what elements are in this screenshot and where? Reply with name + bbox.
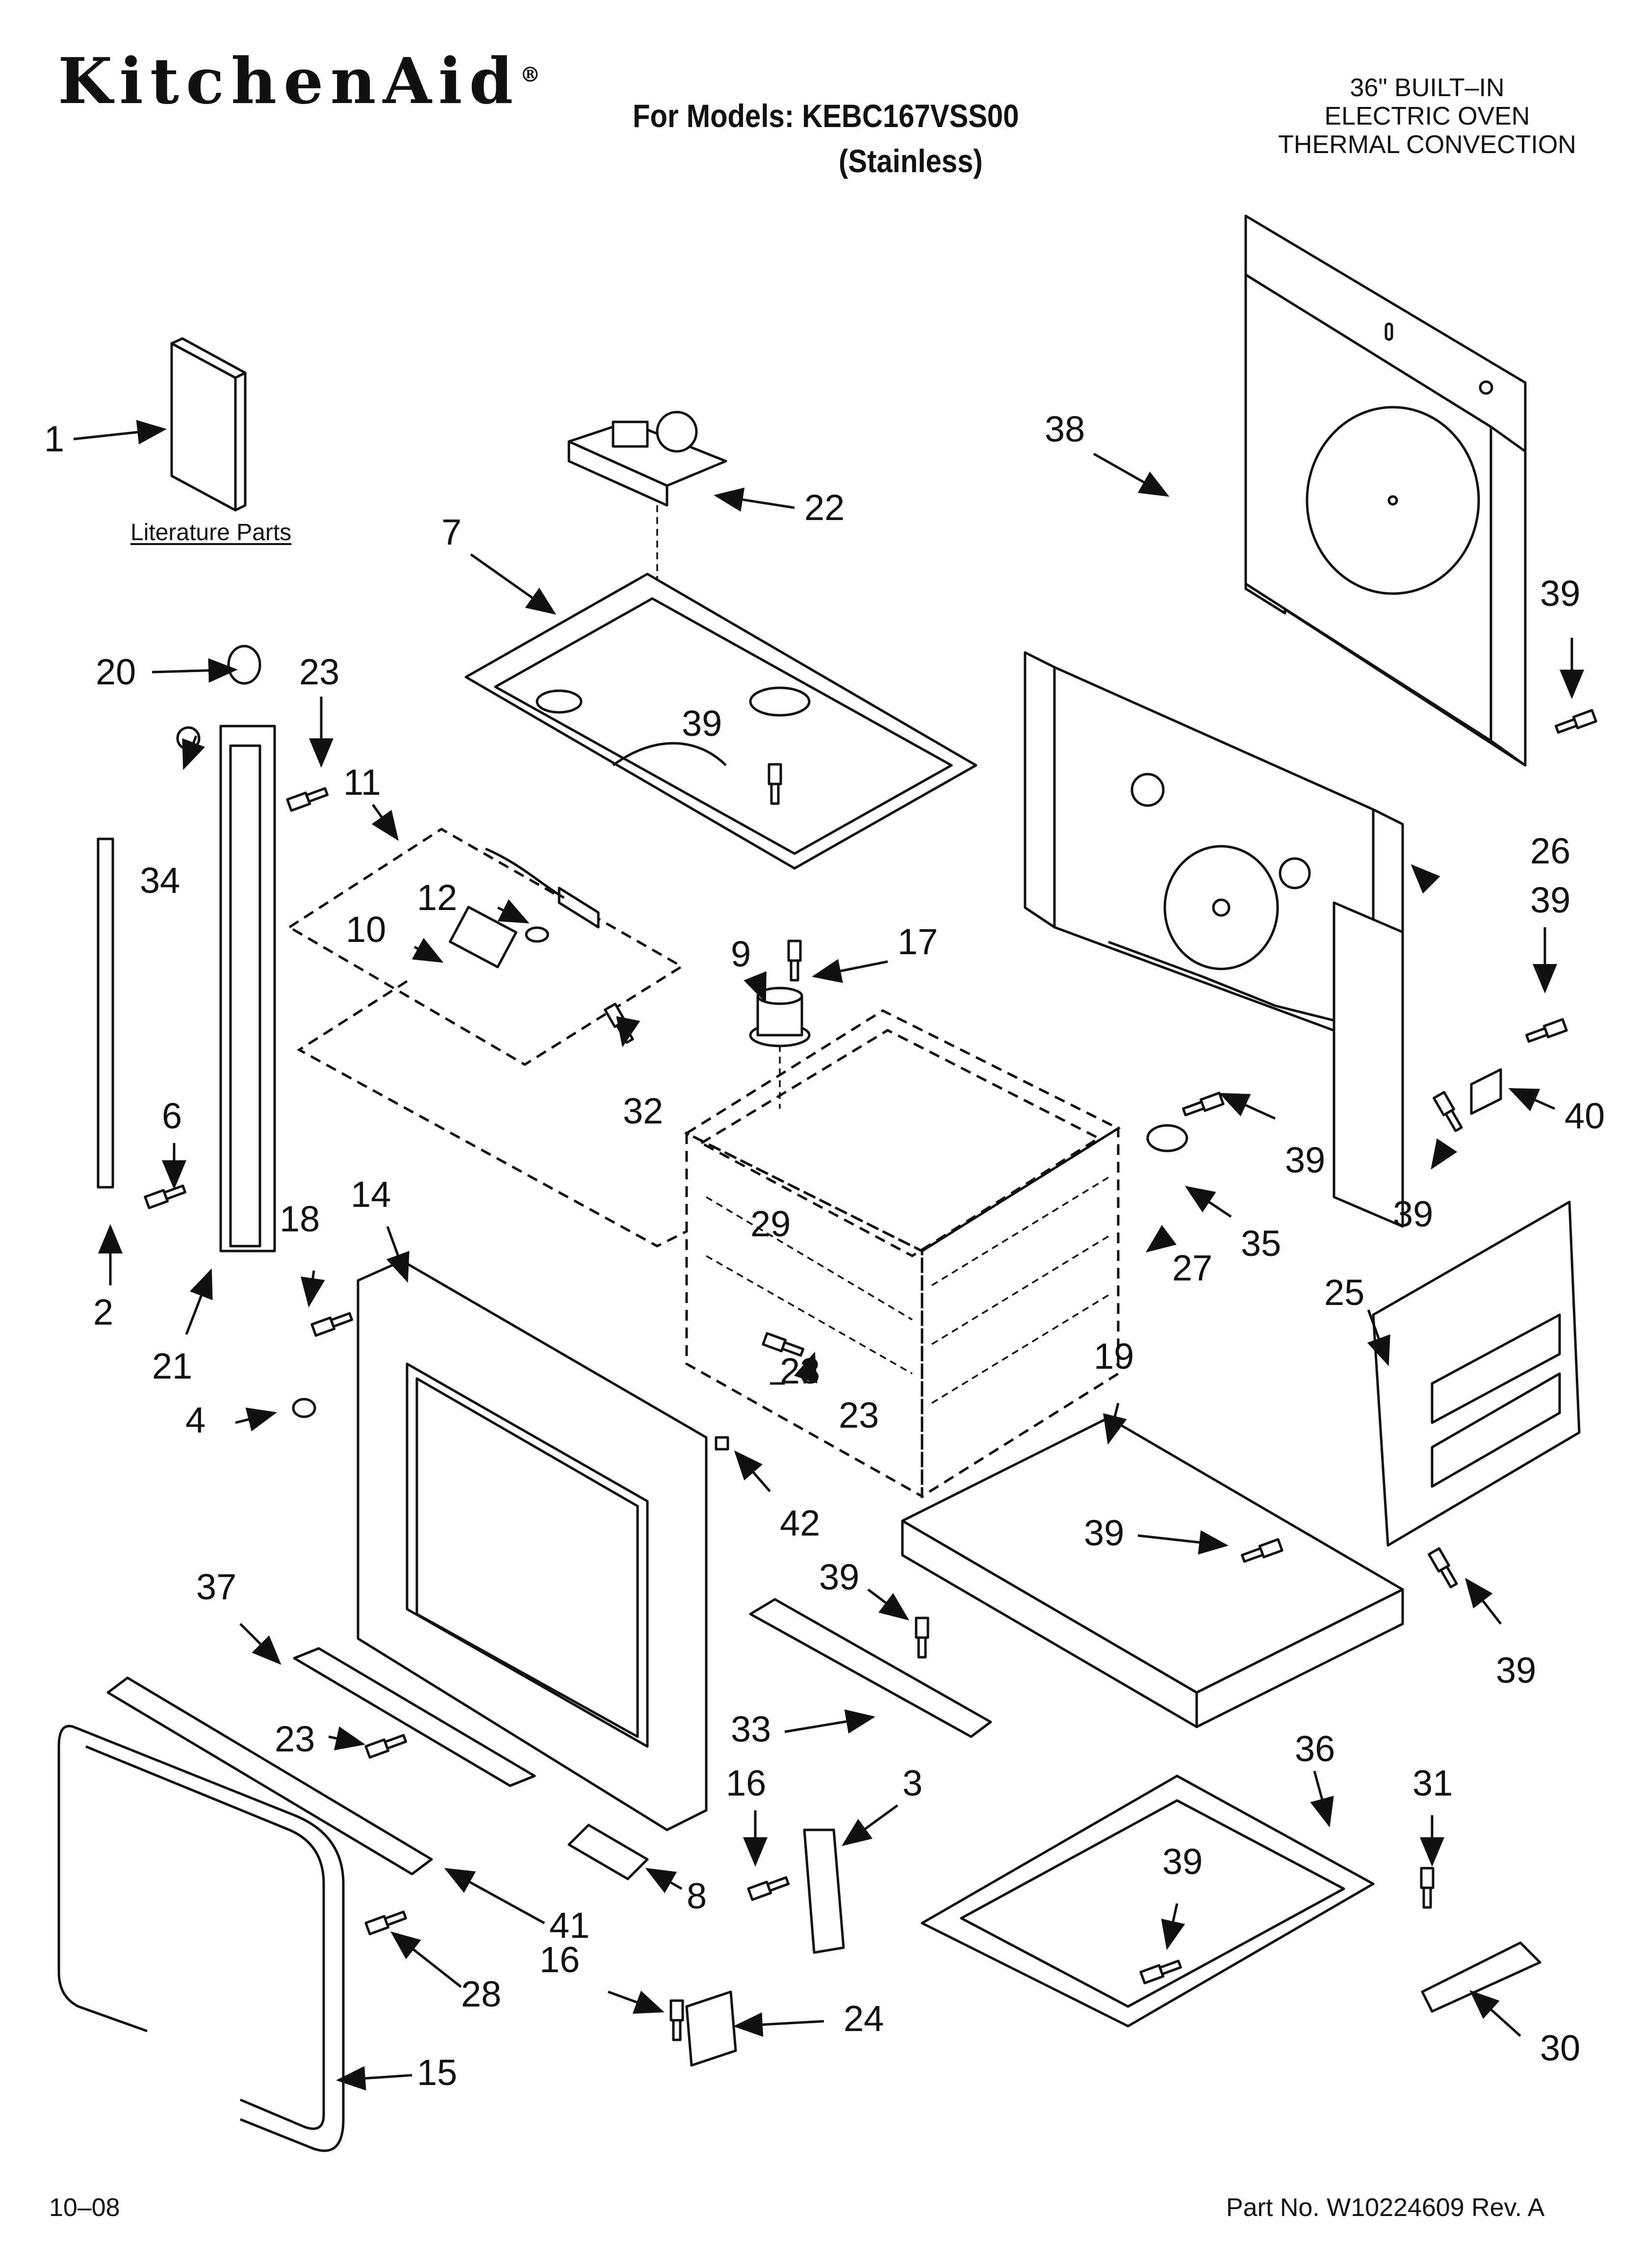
callout-23-a: 23 xyxy=(299,652,339,692)
light-assembly-outline xyxy=(287,828,688,1248)
callout-30: 30 xyxy=(1540,2028,1580,2068)
callout-4: 4 xyxy=(185,1400,205,1440)
callout-37: 37 xyxy=(196,1566,236,1607)
callout-7: 7 xyxy=(441,512,462,552)
brand-logo: KitchenAid® xyxy=(58,50,540,113)
bottom-panel-part xyxy=(901,1416,1404,1728)
callout-34: 34 xyxy=(140,860,180,901)
callout-41: 41 xyxy=(549,1905,590,1946)
callout-27: 27 xyxy=(1172,1248,1212,1288)
literature-booklet-part xyxy=(170,337,247,512)
bottom-tray-part xyxy=(921,1774,1375,2028)
callout-21: 21 xyxy=(152,1346,192,1386)
callout-1: 1 xyxy=(44,418,64,459)
callout-15: 15 xyxy=(417,2052,457,2093)
callout-19: 19 xyxy=(1094,1336,1134,1377)
product-description: 36" BUILT–IN ELECTRIC OVEN THERMAL CONVE… xyxy=(1256,74,1599,159)
callout-40: 40 xyxy=(1565,1095,1605,1136)
callout-10: 10 xyxy=(346,909,386,950)
top-panel-part xyxy=(464,573,977,870)
callout-6: 6 xyxy=(162,1095,182,1136)
callout-39-a: 39 xyxy=(1540,573,1580,614)
callout-28: 28 xyxy=(461,1974,501,2014)
callout-3: 3 xyxy=(902,1763,923,1803)
callout-39-h: 39 xyxy=(819,1557,859,1597)
callout-17: 17 xyxy=(898,921,938,962)
callout-23-b: 23 xyxy=(839,1395,879,1435)
callout-35: 35 xyxy=(1241,1223,1281,1264)
front-frame-part xyxy=(357,1259,708,1831)
callout-36: 36 xyxy=(1295,1728,1335,1769)
callout-8: 8 xyxy=(687,1876,707,1916)
callout-numbers: 1 2 3 4 6 7 8 9 10 11 12 14 15 16 16 17 … xyxy=(44,409,1605,2093)
callout-12: 12 xyxy=(417,877,457,918)
thermostat-bracket-part xyxy=(567,411,727,765)
literature-parts-label: Literature Parts xyxy=(130,520,292,546)
callout-29-area: 29 xyxy=(750,1203,791,1244)
callout-23-c: 23 xyxy=(275,1719,315,1759)
callout-42: 42 xyxy=(780,1503,820,1543)
trim-channel-parts xyxy=(106,1598,992,1876)
brand-name: KitchenAid xyxy=(58,45,520,118)
callout-16-lower: 16 xyxy=(539,1939,580,1980)
leader-arrows xyxy=(73,420,1584,2091)
callout-38: 38 xyxy=(1045,409,1085,449)
callout-39-b: 39 xyxy=(682,703,722,744)
callout-39-e: 39 xyxy=(1393,1194,1433,1234)
callout-32: 32 xyxy=(623,1091,663,1131)
callout-18: 18 xyxy=(280,1199,320,1239)
callout-33: 33 xyxy=(731,1709,771,1749)
callout-39-i: 39 xyxy=(1162,1841,1203,1882)
callout-39-f: 39 xyxy=(1084,1512,1124,1553)
callout-20: 20 xyxy=(96,652,136,692)
models-line: For Models: KEBC167VSS00 xyxy=(633,98,1019,134)
product-line-3: THERMAL CONVECTION xyxy=(1278,130,1576,159)
convection-motor-part xyxy=(749,987,811,1109)
oven-cavity-part xyxy=(684,1009,1121,1499)
callout-2: 2 xyxy=(93,1292,113,1332)
models-sub: (Stainless) xyxy=(839,143,983,179)
callout-11: 11 xyxy=(343,762,381,803)
side-trim-part xyxy=(97,725,276,1252)
callout-31: 31 xyxy=(1412,1763,1453,1803)
callout-22: 22 xyxy=(804,487,845,528)
callout-16-upper: 16 xyxy=(726,1763,766,1803)
callout-23-d: 23 xyxy=(780,1351,820,1391)
footer-part-number: Part No. W10224609 Rev. A xyxy=(1226,2193,1545,2222)
rear-panel-upper-part xyxy=(1244,214,1527,767)
callout-14: 14 xyxy=(351,1174,391,1215)
callout-24: 24 xyxy=(844,1998,884,2039)
small-hardware-parts xyxy=(227,645,1541,2067)
callout-26: 26 xyxy=(1530,831,1570,871)
product-line-2: ELECTRIC OVEN xyxy=(1324,102,1530,131)
side-panel-right-part xyxy=(1372,1200,1581,1547)
registered-mark: ® xyxy=(519,62,540,87)
product-line-1: 36" BUILT–IN xyxy=(1350,74,1505,102)
door-gasket-part xyxy=(57,1725,345,2152)
footer-date: 10–08 xyxy=(49,2193,120,2222)
callout-39-d: 39 xyxy=(1285,1140,1325,1180)
callout-39-c: 39 xyxy=(1530,880,1570,920)
rear-panel-lower-part xyxy=(1024,651,1404,1228)
callout-9: 9 xyxy=(731,934,751,974)
callout-25: 25 xyxy=(1324,1272,1364,1313)
callout-39-g: 39 xyxy=(1496,1650,1536,1691)
